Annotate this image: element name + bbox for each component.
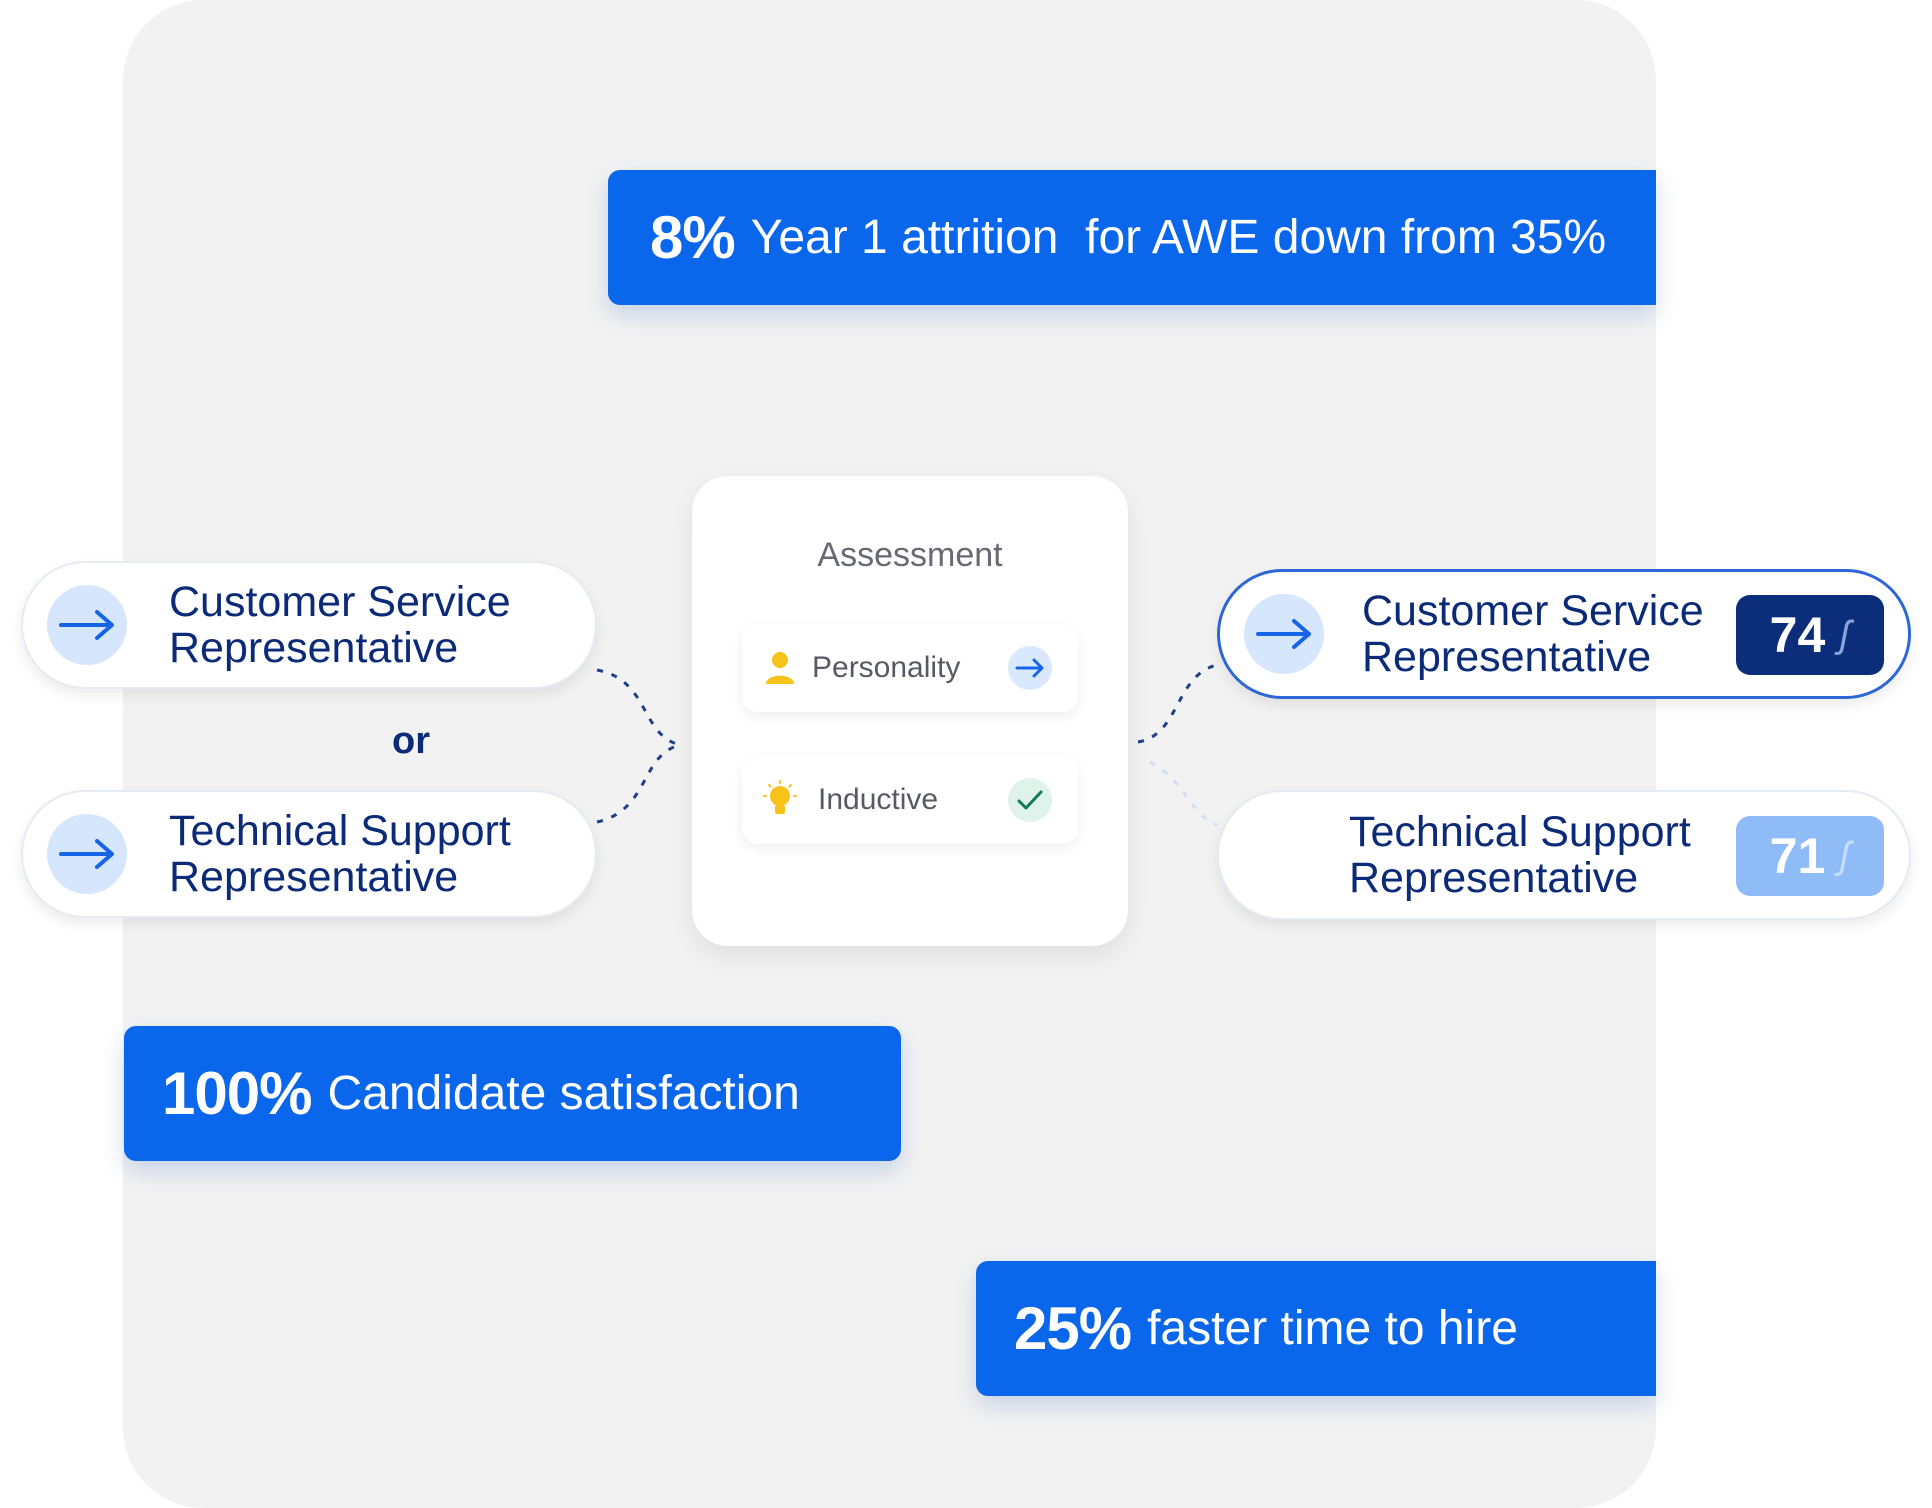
arrow-right-icon[interactable] <box>1008 646 1052 690</box>
score-badge-low: 71 ʃ <box>1736 816 1884 896</box>
role-label-line2: Representative <box>1349 854 1639 902</box>
arrow-right-icon <box>47 814 127 894</box>
stat-value: 25% <box>1014 1295 1132 1362</box>
score-value: 71 <box>1769 828 1826 884</box>
score-curve-icon: ʃ <box>1839 834 1851 877</box>
assessment-item-personality[interactable]: Personality <box>742 624 1078 712</box>
score-badge-high: 74 ʃ <box>1736 595 1884 675</box>
role-label: Technical Support Representative <box>169 808 511 900</box>
assessment-item-label: Personality <box>812 651 961 684</box>
stat-value: 8% <box>650 204 736 271</box>
stat-banner-satisfaction: 100% Candidate satisfaction <box>124 1026 901 1161</box>
stat-banner-time-to-hire: 25% faster time to hire <box>976 1261 1656 1396</box>
check-icon <box>1008 778 1052 822</box>
role-label: Customer Service Representative <box>169 579 511 671</box>
connector-right-bottom <box>1149 760 1218 827</box>
result-pill-customer-service[interactable]: Customer Service Representative <box>1217 569 1911 699</box>
assessment-card: Assessment Personality Inductive <box>692 476 1128 946</box>
stat-value: 100% <box>162 1060 312 1127</box>
role-label-line1: Customer Service <box>1362 587 1704 635</box>
lightbulb-icon <box>760 780 800 820</box>
stat-text: Candidate satisfaction <box>327 1067 800 1120</box>
role-pill-customer-service[interactable]: Customer Service Representative <box>21 561 597 689</box>
role-label-line2: Representative <box>1362 633 1652 681</box>
role-label-line1: Customer Service <box>169 578 511 626</box>
role-label-line2: Representative <box>169 853 459 901</box>
score-value: 74 <box>1769 607 1826 663</box>
role-label-line2: Representative <box>169 624 459 672</box>
role-pill-technical-support[interactable]: Technical Support Representative <box>21 790 597 918</box>
result-pill-technical-support[interactable]: Technical Support Representative <box>1217 790 1911 920</box>
stat-text: Year 1 attrition for AWE down from 35% <box>750 211 1607 264</box>
assessment-item-label: Inductive <box>818 783 939 816</box>
role-label: Technical Support Representative <box>1349 809 1691 901</box>
connector-right-top <box>1137 663 1218 744</box>
stat-text: faster time to hire <box>1147 1302 1518 1355</box>
connector-left-top <box>596 668 681 747</box>
role-label: Customer Service Representative <box>1362 588 1704 680</box>
arrow-right-icon <box>47 585 127 665</box>
assessment-item-inductive[interactable]: Inductive <box>742 756 1078 844</box>
stat-banner-attrition: 8% Year 1 attrition for AWE down from 35… <box>608 170 1656 305</box>
person-icon <box>760 648 800 688</box>
role-label-line1: Technical Support <box>1349 808 1691 856</box>
arrow-right-icon <box>1244 594 1324 674</box>
assessment-title: Assessment <box>817 536 1003 574</box>
score-curve-icon: ʃ <box>1839 613 1851 656</box>
connector-left-bottom <box>596 743 681 824</box>
role-label-line1: Technical Support <box>169 807 511 855</box>
or-label: or <box>392 720 430 762</box>
